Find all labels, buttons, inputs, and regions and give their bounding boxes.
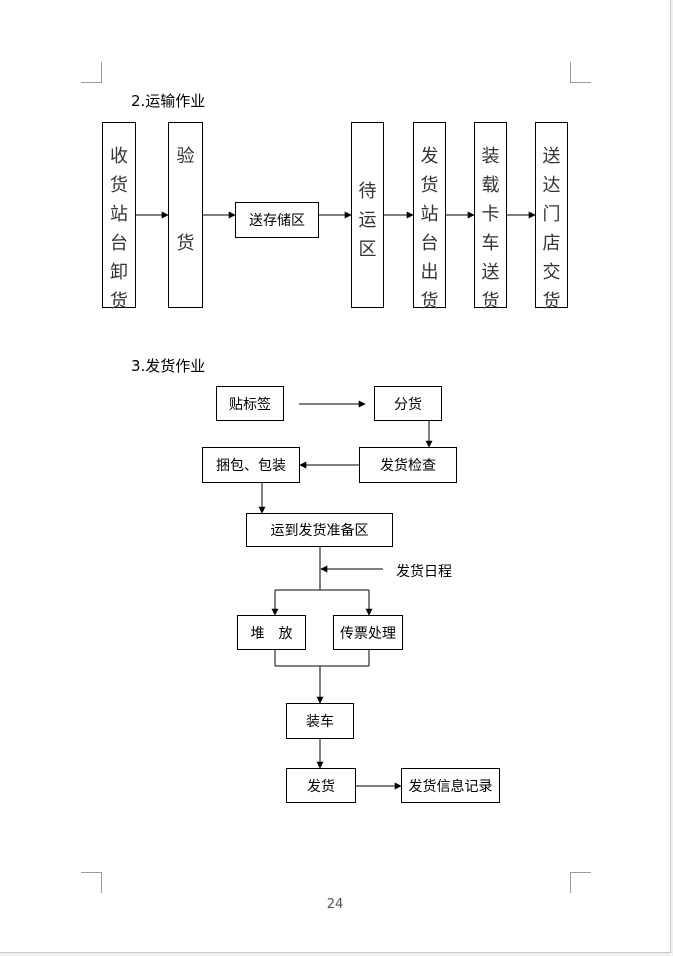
section-3-heading: 3.发货作业 — [131, 357, 206, 375]
label-box-text: 贴标签 — [229, 396, 271, 413]
load-box-text: 装车 — [306, 714, 334, 730]
ship-box: 发货 — [286, 768, 356, 803]
inspect-box: 验 货 — [168, 122, 203, 308]
dispatch-dock-label: 发 货 站 台 出 货 — [420, 146, 439, 312]
store-delivery-box: 送 达 门 店 交 货 — [535, 122, 568, 312]
unload-label: 收 货 站 台 卸 货 — [110, 146, 128, 312]
unload-box: 收 货 站 台 卸 货 — [102, 122, 136, 312]
stack-box: 堆 放 — [237, 615, 306, 650]
crop-mark-bottom-left — [81, 872, 102, 893]
section-2-heading: 2.运输作业 — [131, 92, 206, 110]
load-box: 装车 — [286, 703, 354, 739]
record-box-text: 发货信息记录 — [408, 778, 493, 795]
label-box: 贴标签 — [216, 386, 284, 421]
invoice-box: 传票处理 — [333, 615, 403, 650]
truck-delivery-box: 装 载 卡 车 送 货 — [474, 122, 507, 312]
staging-box: 送存储区 — [235, 202, 319, 238]
record-box: 发货信息记录 — [401, 768, 500, 803]
pack-box-text: 捆包、包装 — [216, 458, 286, 474]
invoice-box-text: 传票处理 — [340, 625, 396, 642]
waiting-area-label: 待 运 区 — [358, 181, 377, 260]
move-to-staging-text: 运到发货准备区 — [270, 523, 369, 539]
waiting-area-box: 待 运 区 — [351, 122, 384, 308]
crop-mark-top-right — [570, 62, 591, 83]
dispatch-dock-box: 发 货 站 台 出 货 — [413, 122, 446, 312]
truck-delivery-label: 装 载 卡 车 送 货 — [481, 146, 500, 312]
ship-box-text: 发货 — [307, 778, 335, 795]
sort-box: 分货 — [374, 386, 442, 421]
crop-mark-bottom-right — [570, 872, 591, 893]
pack-box: 捆包、包装 — [202, 447, 300, 483]
crop-mark-top-left — [81, 62, 102, 83]
inspect-label: 验 货 — [176, 146, 195, 254]
stack-box-text: 堆 放 — [250, 625, 293, 642]
check-box-text: 发货检查 — [380, 458, 436, 474]
store-delivery-label: 送 达 门 店 交 货 — [542, 146, 561, 312]
staging-label: 送存储区 — [249, 213, 305, 229]
move-to-staging-box: 运到发货准备区 — [246, 513, 393, 547]
sort-box-text: 分货 — [394, 396, 422, 413]
schedule-label: 发货日程 — [396, 564, 452, 580]
page-number: 24 — [326, 897, 344, 912]
check-box: 发货检查 — [359, 447, 457, 483]
